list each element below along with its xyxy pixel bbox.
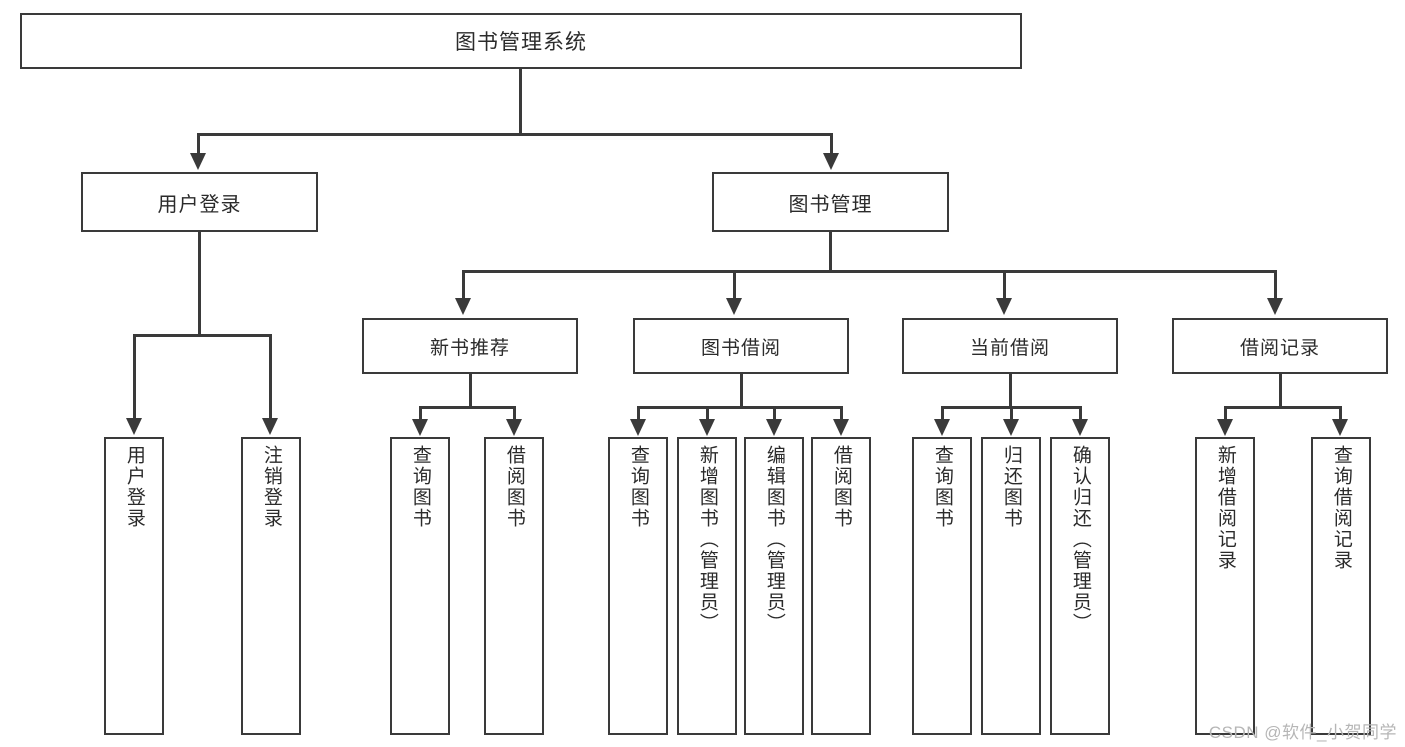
connector-book-management-bar bbox=[462, 270, 1276, 273]
leaf-label: 用户登录 bbox=[123, 445, 145, 529]
node-book-management[interactable]: 图书管理 bbox=[712, 172, 949, 232]
node-label: 新书推荐 bbox=[429, 337, 510, 359]
leaf-label: 查询图书 bbox=[931, 445, 953, 529]
connector-root-stem bbox=[519, 69, 522, 135]
leaf-label: 归还图书 bbox=[1000, 445, 1022, 529]
leaf-book-borrow-query-book[interactable]: 查询图书 bbox=[608, 437, 668, 735]
arrowhead-bm-borrow-record bbox=[1267, 298, 1283, 315]
connector-current-borrow-to-leaf-2 bbox=[1010, 406, 1013, 422]
node-current-borrow[interactable]: 当前借阅 bbox=[902, 318, 1118, 374]
leaf-borrow-record-query-record[interactable]: 查询借阅记录 bbox=[1311, 437, 1371, 735]
node-borrow-record[interactable]: 借阅记录 bbox=[1172, 318, 1388, 374]
connector-borrow-record-bar bbox=[1224, 406, 1341, 409]
leaf-new-book-query-book[interactable]: 查询图书 bbox=[390, 437, 450, 735]
leaf-borrow-record-add-record[interactable]: 新增借阅记录 bbox=[1195, 437, 1255, 735]
arrowhead-root-to-book-management bbox=[823, 153, 839, 170]
connector-current-borrow-stem bbox=[1009, 374, 1012, 408]
connector-user-login-to-leaf-2 bbox=[269, 334, 272, 420]
leaf-label: 查询图书 bbox=[409, 445, 431, 529]
node-label: 用户登录 bbox=[157, 193, 242, 216]
leaf-label: 新增借阅记录 bbox=[1214, 445, 1236, 571]
node-label: 图书管理系统 bbox=[455, 31, 587, 54]
leaf-user-login-login[interactable]: 用户登录 bbox=[104, 437, 164, 735]
leaf-current-borrow-query-book[interactable]: 查询图书 bbox=[912, 437, 972, 735]
connector-book-management-stem bbox=[829, 232, 832, 272]
csdn-watermark: CSDN @软件_小贺同学 bbox=[1208, 723, 1397, 742]
connector-user-login-stem bbox=[198, 232, 201, 336]
leaf-label: 查询借阅记录 bbox=[1330, 445, 1352, 571]
connector-root-to-user-login bbox=[197, 133, 200, 155]
arrowhead-current-borrow-leaf-2 bbox=[1003, 419, 1019, 436]
connector-bm-to-new-book bbox=[462, 270, 465, 300]
connector-bm-to-book-borrow bbox=[733, 270, 736, 300]
arrowhead-book-borrow-leaf-2 bbox=[699, 419, 715, 436]
arrowhead-user-login-leaf-1 bbox=[126, 418, 142, 435]
connector-new-book-to-leaf-2 bbox=[513, 406, 516, 422]
node-new-book-recommend[interactable]: 新书推荐 bbox=[362, 318, 578, 374]
leaf-book-borrow-edit-book-admin[interactable]: 编辑图书（管理员） bbox=[744, 437, 804, 735]
leaf-book-borrow-add-book-admin[interactable]: 新增图书（管理员） bbox=[677, 437, 737, 735]
arrowhead-user-login-leaf-2 bbox=[262, 418, 278, 435]
arrowhead-current-borrow-leaf-1 bbox=[934, 419, 950, 436]
connector-new-book-to-leaf-1 bbox=[419, 406, 422, 422]
arrowhead-bm-current-borrow bbox=[996, 298, 1012, 315]
connector-new-book-bar bbox=[419, 406, 515, 409]
arrowhead-root-to-user-login bbox=[190, 153, 206, 170]
connector-book-borrow-to-leaf-1 bbox=[637, 406, 640, 422]
node-user-login[interactable]: 用户登录 bbox=[81, 172, 318, 232]
connector-borrow-record-to-leaf-1 bbox=[1224, 406, 1227, 422]
arrowhead-book-borrow-leaf-3 bbox=[766, 419, 782, 436]
leaf-label: 新增图书（管理员） bbox=[696, 445, 718, 634]
connector-book-borrow-to-leaf-4 bbox=[840, 406, 843, 422]
leaf-label: 注销登录 bbox=[260, 445, 282, 529]
arrowhead-book-borrow-leaf-1 bbox=[630, 419, 646, 436]
connector-user-login-bar bbox=[133, 334, 271, 337]
node-label: 图书借阅 bbox=[700, 337, 781, 359]
connector-root-to-book-management bbox=[830, 133, 833, 155]
connector-borrow-record-to-leaf-2 bbox=[1339, 406, 1342, 422]
leaf-label: 借阅图书 bbox=[830, 445, 852, 529]
connector-current-borrow-to-leaf-3 bbox=[1079, 406, 1082, 422]
connector-user-login-to-leaf-1 bbox=[133, 334, 136, 420]
leaf-label: 借阅图书 bbox=[503, 445, 525, 529]
connector-bm-to-borrow-record bbox=[1274, 270, 1277, 300]
connector-book-borrow-to-leaf-3 bbox=[773, 406, 776, 422]
arrowhead-borrow-record-leaf-1 bbox=[1217, 419, 1233, 436]
leaf-label: 确认归还（管理员） bbox=[1069, 445, 1091, 634]
connector-borrow-record-stem bbox=[1279, 374, 1282, 408]
connector-book-borrow-bar bbox=[637, 406, 842, 409]
arrowhead-new-book-leaf-2 bbox=[506, 419, 522, 436]
node-label: 借阅记录 bbox=[1239, 337, 1320, 359]
leaf-user-login-logout[interactable]: 注销登录 bbox=[241, 437, 301, 735]
arrowhead-book-borrow-leaf-4 bbox=[833, 419, 849, 436]
node-label: 图书管理 bbox=[788, 193, 873, 216]
leaf-label: 查询图书 bbox=[627, 445, 649, 529]
arrowhead-bm-new-book bbox=[455, 298, 471, 315]
connector-book-borrow-stem bbox=[740, 374, 743, 408]
connector-new-book-stem bbox=[469, 374, 472, 408]
connector-current-borrow-to-leaf-1 bbox=[941, 406, 944, 422]
arrowhead-new-book-leaf-1 bbox=[412, 419, 428, 436]
leaf-book-borrow-borrow-book[interactable]: 借阅图书 bbox=[811, 437, 871, 735]
leaf-current-borrow-confirm-return-admin[interactable]: 确认归还（管理员） bbox=[1050, 437, 1110, 735]
node-label: 当前借阅 bbox=[969, 337, 1050, 359]
leaf-label: 编辑图书（管理员） bbox=[763, 445, 785, 634]
leaf-current-borrow-return-book[interactable]: 归还图书 bbox=[981, 437, 1041, 735]
leaf-new-book-borrow-book[interactable]: 借阅图书 bbox=[484, 437, 544, 735]
connector-bm-to-current-borrow bbox=[1003, 270, 1006, 300]
node-root-book-management-system[interactable]: 图书管理系统 bbox=[20, 13, 1022, 69]
arrowhead-bm-book-borrow bbox=[726, 298, 742, 315]
node-book-borrow[interactable]: 图书借阅 bbox=[633, 318, 849, 374]
connector-book-borrow-to-leaf-2 bbox=[706, 406, 709, 422]
arrowhead-borrow-record-leaf-2 bbox=[1332, 419, 1348, 436]
arrowhead-current-borrow-leaf-3 bbox=[1072, 419, 1088, 436]
connector-root-bar bbox=[197, 133, 833, 136]
